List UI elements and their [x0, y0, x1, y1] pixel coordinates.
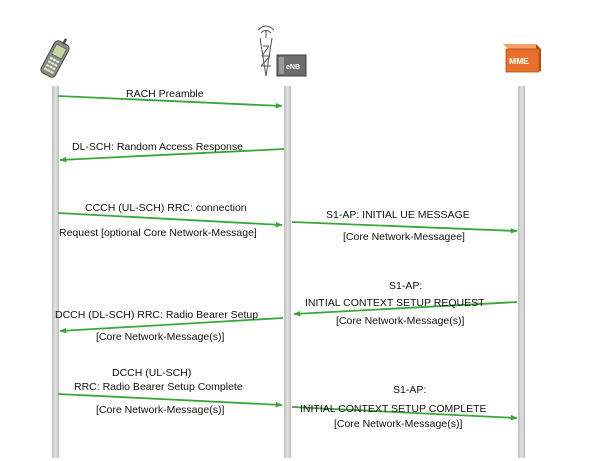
participant-label-mme: MME — [509, 56, 529, 66]
message-arrow-initial-context-setup-request — [293, 301, 518, 317]
message-label-rrc-connection-request-line2: Request [optional Core Network-Message] — [59, 227, 257, 239]
mme-server-icon — [503, 44, 541, 73]
message-label-radio-bearer-setup-line2: [Core Network-Message(s)] — [96, 331, 224, 343]
message-arrow-initial-context-setup-complete — [291, 406, 518, 421]
message-label-initial-context-setup-request-line2: INITIAL CONTEXT SETUP REQUEST — [305, 297, 485, 309]
message-label-radio-bearer-setup-complete-line1: DCCH (UL-SCH) — [112, 367, 191, 379]
message-arrow-radio-bearer-setup — [59, 317, 284, 334]
message-arrow-rach-preamble — [57, 95, 283, 109]
message-arrow-random-access-response — [59, 148, 285, 163]
message-label-initial-ue-message-line2: [Core Network-Messagee] — [343, 231, 465, 243]
message-label-rach-preamble: RACH Preamble — [126, 88, 204, 100]
message-label-rrc-connection-request-line1: CCCH (UL-SCH) RRC: connection — [85, 202, 247, 214]
lifeline-mme — [518, 86, 525, 458]
message-label-initial-ue-message-line1: S1-AP: INITIAL UE MESSAGE — [326, 209, 470, 221]
message-label-initial-context-setup-request-line1: S1-AP: — [389, 280, 422, 292]
lifeline-enb — [284, 86, 291, 458]
message-label-random-access-response: DL-SCH: Random Access Response — [72, 141, 243, 153]
message-label-initial-context-setup-complete-line2: INITIAL CONTEXT SETUP COMPLETE — [300, 403, 487, 415]
message-label-initial-context-setup-complete-line3: [Core Network-Message(s)] — [334, 418, 462, 430]
message-arrow-rrc-connection-request — [57, 212, 283, 228]
participant-label-enb: eNB — [286, 64, 300, 71]
base-station-tower-icon — [257, 25, 307, 77]
mobile-phone-icon — [40, 38, 70, 78]
message-label-initial-context-setup-request-line3: [Core Network-Message(s)] — [336, 315, 464, 327]
message-arrow-radio-bearer-setup-complete — [57, 393, 283, 408]
message-label-radio-bearer-setup-line1: DCCH (DL-SCH) RRC: Radio Bearer Setup — [55, 309, 258, 321]
message-arrow-initial-ue-message — [291, 221, 518, 234]
lifeline-ue — [52, 86, 59, 458]
message-label-radio-bearer-setup-complete-line2: RRC: Radio Bearer Setup Complete — [74, 381, 243, 393]
message-label-radio-bearer-setup-complete-line3: [Core Network-Message(s)] — [96, 404, 224, 416]
message-label-initial-context-setup-complete-line1: S1-AP: — [393, 384, 426, 396]
